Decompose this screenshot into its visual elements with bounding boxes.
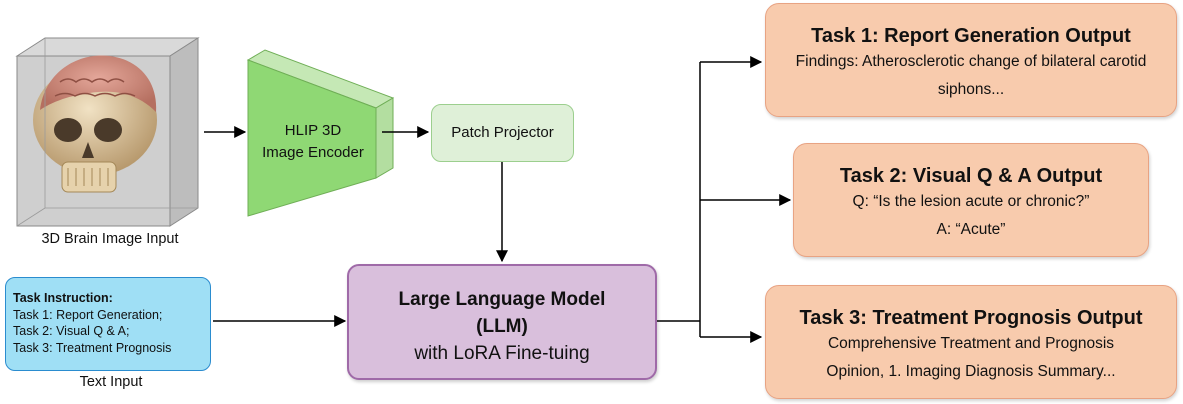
encoder-label: HLIP 3D Image Encoder	[250, 120, 376, 164]
task2-output-answer: A: “Acute”	[936, 221, 1006, 238]
encoder-label-line1: HLIP 3D	[284, 122, 342, 139]
llm-output-branches	[657, 56, 792, 343]
task-instruction-heading: Task Instruction:	[13, 291, 113, 305]
task1-output-line: Findings: Atherosclerotic change of bila…	[795, 53, 1147, 70]
task1-output-box: Task 1: Report Generation Output Finding…	[765, 3, 1177, 117]
task-instruction-item: Task 1: Report Generation;	[13, 307, 163, 322]
image-input-caption: 3D Brain Image Input	[41, 231, 179, 247]
task3-output-line: Comprehensive Treatment and Prognosis	[827, 335, 1115, 352]
task-instruction-item: Task 2: Visual Q & A;	[13, 324, 130, 338]
task1-output-line: siphons...	[937, 81, 1005, 98]
task2-output-title: Task 2: Visual Q & A Output	[839, 165, 1103, 187]
task3-output-title: Task 3: Treatment Prognosis Output	[799, 307, 1143, 329]
llm-subtitle: with LoRA Fine-tuing	[414, 343, 590, 364]
llm-title: Large Language Model	[398, 289, 606, 310]
task-instruction-item: Task 3: Treatment Prognosis	[13, 340, 172, 355]
llm-box: Large Language Model (LLM) with LoRA Fin…	[347, 264, 657, 380]
task-instruction-box: Task Instruction: Task 1: Report Generat…	[5, 277, 211, 371]
llm-abbrev: (LLM)	[476, 316, 528, 337]
task2-output-question: Q: “Is the lesion acute or chronic?”	[852, 193, 1090, 210]
patch-projector-box: Patch Projector	[431, 104, 574, 162]
task3-output-box: Task 3: Treatment Prognosis Output Compr…	[765, 285, 1177, 399]
text-input-caption: Text Input	[79, 374, 143, 390]
task1-output-title: Task 1: Report Generation Output	[811, 25, 1131, 47]
encoder-shape	[246, 49, 395, 217]
patch-projector-label: Patch Projector	[451, 124, 554, 141]
brain-volume-image	[15, 37, 200, 227]
task3-output-line: Opinion, 1. Imaging Diagnosis Summary...	[826, 363, 1116, 380]
task2-output-box: Task 2: Visual Q & A Output Q: “Is the l…	[793, 143, 1149, 257]
encoder-label-line2: Image Encoder	[262, 144, 364, 161]
